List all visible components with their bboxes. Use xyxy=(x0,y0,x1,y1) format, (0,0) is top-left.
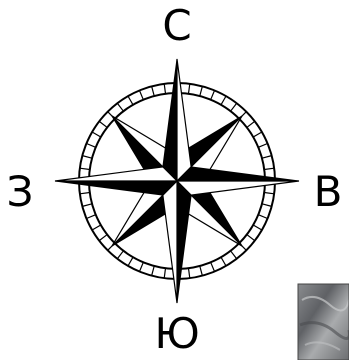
ring-tick xyxy=(258,215,267,219)
ring-tick xyxy=(262,156,272,159)
ring-tick xyxy=(262,204,272,207)
ring-tick xyxy=(128,257,133,266)
ring-tick xyxy=(99,121,107,127)
ring-tick xyxy=(152,266,155,276)
ring-tick xyxy=(211,262,215,271)
ring-tick xyxy=(82,156,92,159)
ring-tick xyxy=(117,251,123,259)
ring-tick xyxy=(247,235,255,241)
ring-tick xyxy=(80,192,90,193)
ring-tick xyxy=(231,251,237,259)
cardinal-point-dark-half xyxy=(163,59,177,181)
ring-tick xyxy=(258,143,267,147)
ring-tick xyxy=(231,103,237,111)
ring-tick xyxy=(200,266,203,276)
ring-tick xyxy=(128,96,133,105)
ring-tick xyxy=(188,268,189,278)
ring-tick xyxy=(86,143,95,147)
ring-tick xyxy=(92,132,101,137)
ring-tick xyxy=(92,225,101,230)
west-label: З xyxy=(7,167,34,216)
ring-tick xyxy=(200,86,203,96)
ring-tick xyxy=(139,90,143,99)
north-label: С xyxy=(162,1,191,50)
ring-tick xyxy=(264,168,274,169)
cardinal-point-dark-half xyxy=(177,167,299,181)
ring-tick xyxy=(221,257,226,266)
ring-tick xyxy=(164,84,165,94)
cardinal-point-light-half xyxy=(177,59,191,181)
ring-tick xyxy=(99,235,107,241)
ring-tick xyxy=(253,132,262,137)
ring-tick xyxy=(86,215,95,219)
ring-tick xyxy=(264,192,274,193)
ring-tick xyxy=(211,90,215,99)
ring-tick xyxy=(221,96,226,105)
ring-tick xyxy=(117,103,123,111)
cardinal-point-dark-half xyxy=(55,181,177,195)
ring-tick xyxy=(139,262,143,271)
cardinal-point-light-half xyxy=(55,167,177,181)
ring-tick xyxy=(247,121,255,127)
ring-tick xyxy=(164,268,165,278)
cardinal-point-light-half xyxy=(177,181,299,195)
ring-tick xyxy=(80,168,90,169)
cardinal-point-light-half xyxy=(163,181,177,303)
south-label: Ю xyxy=(154,309,199,358)
east-label: В xyxy=(314,167,343,216)
ring-tick xyxy=(152,86,155,96)
ring-tick xyxy=(188,84,189,94)
cardinal-point-dark-half xyxy=(177,181,191,303)
ring-tick xyxy=(82,204,92,207)
marble-texture-thumbnail xyxy=(298,284,349,360)
ring-tick xyxy=(253,225,262,230)
compass-rose-icon xyxy=(55,59,299,303)
